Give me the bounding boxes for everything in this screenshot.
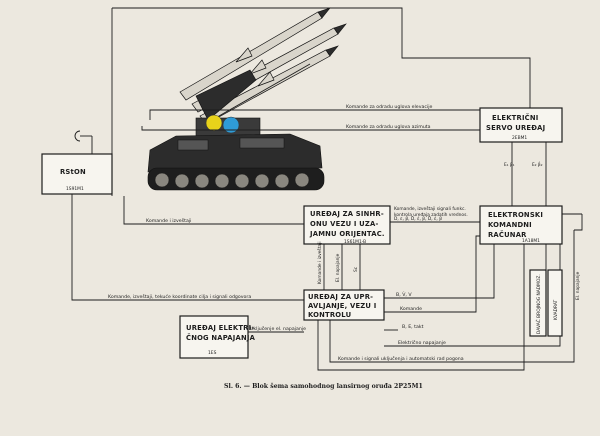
figure-caption: Sl. 6. — Blok šema samohodnog lansirnog … [224,383,423,390]
kvadrat-text: KVADRAT [553,299,559,320]
racunar-line1: ELEKTRONSKI [488,211,543,219]
upravljanje-line2: AVLJANJE, VEZU I [308,302,376,310]
label-bvv: B, V̇, V [396,291,412,298]
rston-code: 1S91M1 [66,186,84,192]
sinhron-line3: JAMNU ORIJENTAC. [309,230,385,238]
missile-1 [179,7,331,101]
label-be-takt: B, E, takt [402,324,424,330]
upravljanje-line3: KONTROLU [308,311,351,319]
label-koordinate: Komande, izveštaji, tekuće koordinate ci… [108,293,251,300]
label-komande-izv-funk: Komande, izveštaji signali funkc. [394,205,466,212]
label-kontrola-uredjaja: kontrola uređaja zadatih vrednos. [394,212,468,218]
napajanje-line2: ČNOG NAPAJANJA [186,333,256,342]
block-racunar: ELEKTRONSKI KOMANDNI RAČUNAR 1A18M1 [479,205,563,245]
sinhron-line1: UREĐAJ ZA SINHR- [310,210,384,218]
block-napajanje: UREĐAJ ELEKTRI- ČNOG NAPAJANJA 1ES [179,315,256,359]
label-komande: Komande [400,306,422,312]
block-servo: ELEKTRIČNI SERVO UREĐAJ 2EBM1 [479,107,563,143]
label-v-el-napajanje: El. napajanje [335,253,341,282]
racunar-code: 1A18M1 [522,238,540,244]
rston-title: RStON [60,168,86,176]
blue-marker [222,116,240,134]
label-v-sc: Sc [353,266,359,272]
block-rston: RStON 1S91M1 [41,153,113,195]
block-davac: DAVAČ BROJNOG NADMOZ. [529,269,547,337]
label-v-komande-izv: Komande i izveštaji [316,241,323,284]
davac-text: DAVAČ BROJNOG NADMOZ. [535,274,542,334]
label-greek-params: D, ε, β, Ḋ, ε̇, β̇, Ḋ, ε̇, β̇ [394,215,442,222]
label-uklj-napajanje: Uključenje el. napajanje [250,325,306,332]
sinhron-line2: ONU VEZU I UZA- [310,220,379,228]
label-elektricno-napajanje: Električno napajanje [398,339,446,346]
napajanje-line1: UREĐAJ ELEKTRI- [186,324,254,332]
servo-line2: SERVO UREĐAJ [486,124,545,132]
line-labels: Komande za odradu uglova elevacije Koman… [108,104,581,362]
label-eps-beta-1: Ε₁ β₁ [504,162,515,168]
label-azimut: Komande za odradu uglova azimuta [346,124,431,130]
label-komande-signali: Komande i signali uključenja i automatsk… [338,355,464,362]
label-el-napajanje-right: El. napajanje [575,271,581,300]
servo-line1: ELEKTRIČNI [492,113,539,122]
yellow-marker [205,114,223,132]
sinhron-code: 1S61M1-B [344,239,366,245]
napajanje-code: 1ES [208,350,217,356]
block-sinhron: UREĐAJ ZA SINHR- ONU VEZU I UZA- JAMNU O… [303,205,391,245]
label-eps-beta-2: Ε̇₂ β̇₂ [532,161,543,168]
block-kvadrat: KVADRAT [547,269,563,337]
servo-code: 2EBM1 [512,135,527,141]
block-upravljanje: UREĐAJ ZA UPR- AVLJANJE, VEZU I KONTROLU [303,289,385,321]
upravljanje-line1: UREĐAJ ZA UPR- [308,293,373,301]
label-elevacija: Komande za odradu uglova elevacije [346,104,433,110]
racunar-line3: RAČUNAR [488,230,527,239]
label-komande-izvestaji: Komande i izveštaji [146,217,191,224]
launcher-vehicle-illustration [147,7,347,191]
racunar-line2: KOMANDNI [488,221,532,229]
